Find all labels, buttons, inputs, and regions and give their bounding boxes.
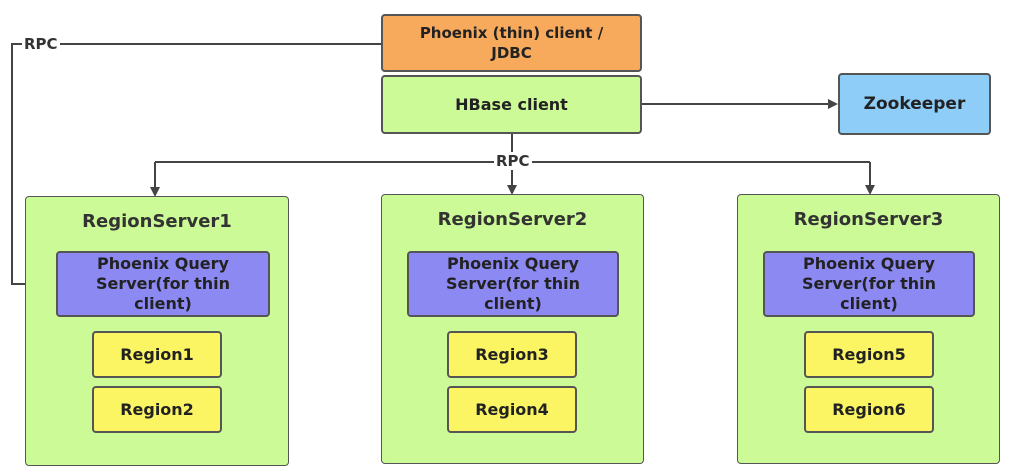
query-server-line2: Server(for thin [801,274,937,293]
region-server-title: RegionServer1 [82,211,232,232]
region-label: Region3 [475,345,549,364]
region-server-title: RegionServer2 [437,209,588,230]
query-server-line1: Phoenix Query [803,254,935,273]
rpc-label-left: RPC [22,35,60,53]
region-box-1: Region1 [92,331,222,378]
region-label: Region1 [120,345,194,364]
region-label: Region5 [832,345,906,364]
query-server-line1: Phoenix Query [447,254,579,273]
phoenix-query-server-1: Phoenix Query Server(for thin client) [56,251,270,317]
region-box-4: Region4 [447,386,577,433]
query-server-line2: Server(for thin [95,274,231,293]
region-server-title: RegionServer3 [793,209,944,230]
phoenix-query-server-3: Phoenix Query Server(for thin client) [763,251,975,317]
region-box-3: Region3 [447,331,577,378]
region-box-5: Region5 [804,331,934,378]
hbase-client-label: HBase client [455,95,568,114]
region-box-2: Region2 [92,386,222,433]
rpc-label-center: RPC [494,152,532,170]
phoenix-thin-client-line1: Phoenix (thin) client / [419,24,604,42]
query-server-line3: client) [484,294,542,313]
region-label: Region2 [120,400,194,419]
query-server-line3: client) [840,294,898,313]
zookeeper-box: Zookeeper [838,73,991,135]
query-server-line2: Server(for thin [445,274,581,293]
phoenix-thin-client-line2: JDBC [491,44,532,62]
phoenix-thin-client-box: Phoenix (thin) client / JDBC [381,14,642,72]
region-box-6: Region6 [804,386,934,433]
query-server-line3: client) [134,294,192,313]
hbase-client-box: HBase client [381,75,642,134]
phoenix-query-server-2: Phoenix Query Server(for thin client) [407,251,619,317]
zookeeper-label: Zookeeper [863,94,966,114]
region-label: Region6 [832,400,906,419]
region-label: Region4 [475,400,549,419]
query-server-line1: Phoenix Query [97,254,229,273]
